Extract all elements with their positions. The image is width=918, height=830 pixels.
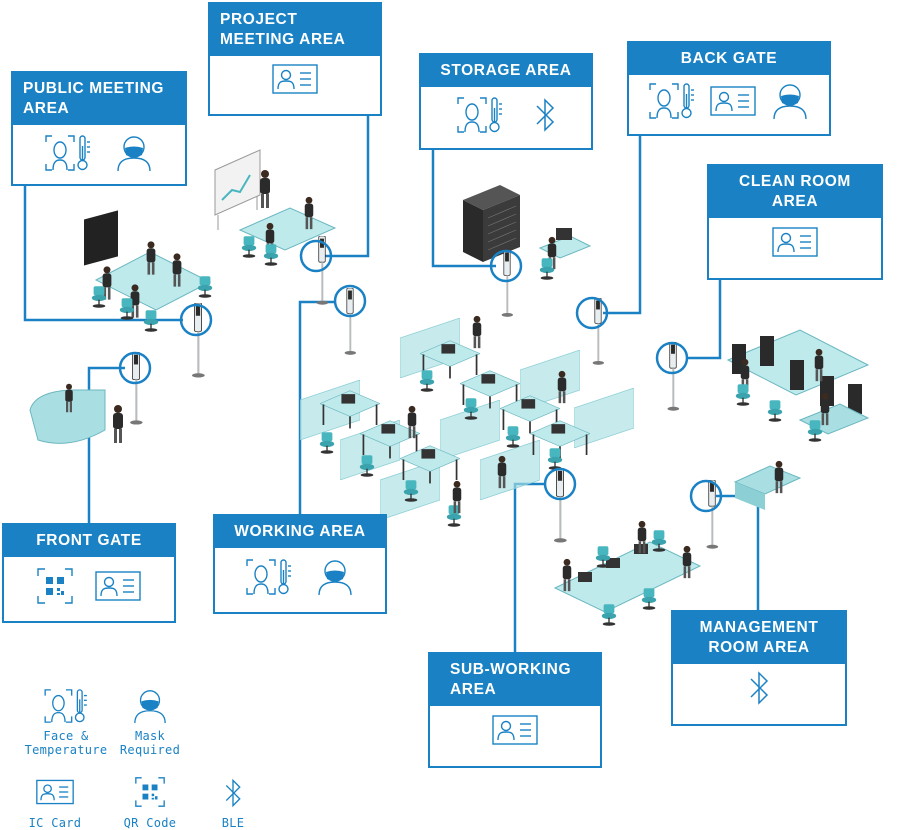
working-area-panel: WORKING AREA [213,514,387,614]
legend-mask: Mask Required [115,688,185,757]
mask-icon [315,558,355,601]
ic-card-icon [95,570,141,606]
legend-qr-code: QR Code [117,777,183,830]
mask-icon [114,134,154,177]
front-gate-title: FRONT GATE [4,525,174,557]
sub-working-area-title: SUB-WORKING AREA [430,654,600,706]
clean-room-area-panel: CLEAN ROOM AREA [707,164,883,280]
ic-card-icon [36,779,74,810]
sub-working-area-panel: SUB-WORKING AREA [428,652,602,768]
ble-icon [748,669,770,712]
clean-room-area-title: CLEAN ROOM AREA [709,166,881,218]
project-meeting-area-panel: PROJECT MEETING AREA [208,2,382,116]
face-temperature-icon [43,688,89,729]
legend-ic-card-label: IC Card [28,816,82,830]
legend-face-temperature-label-2: Temperature [24,743,108,757]
legend-mask-label-1: Mask [134,729,166,743]
legend-ble: BLE [208,777,258,830]
legend-face-temperature-label-1: Face & [43,729,89,743]
qr-code-icon [135,777,165,812]
working-area-title: WORKING AREA [215,516,385,548]
ic-card-icon [272,63,318,99]
front-gate-panel: FRONT GATE [2,523,176,623]
face-temperature-icon [648,82,696,125]
ble-icon [223,777,243,814]
face-temperature-icon [44,134,92,177]
project-meeting-area-title: PROJECT MEETING AREA [210,4,380,56]
face-temperature-icon [245,558,293,601]
back-gate-title: BACK GATE [629,43,829,75]
ic-card-icon [492,714,538,750]
mask-icon [770,82,810,125]
back-gate-panel: BACK GATE [627,41,831,136]
ic-card-icon [772,226,818,262]
management-room-area-title: MANAGEMENT ROOM AREA [673,612,845,664]
legend-qr-code-label: QR Code [123,816,177,830]
storage-area-panel: STORAGE AREA [419,53,593,150]
qr-code-icon [37,567,73,609]
face-temperature-icon [456,96,504,139]
public-meeting-area-panel: PUBLIC MEETING AREA [11,71,187,186]
storage-area-title: STORAGE AREA [421,55,591,87]
public-meeting-area-title: PUBLIC MEETING AREA [13,73,185,125]
legend-ble-label: BLE [221,816,245,830]
ic-card-icon [710,85,756,121]
legend-face-temperature: Face & Temperature [22,688,110,757]
legend-mask-label-2: Required [119,743,181,757]
mask-icon [131,688,169,729]
management-room-area-panel: MANAGEMENT ROOM AREA [671,610,847,726]
legend-ic-card: IC Card [22,779,88,830]
ble-icon [534,96,556,139]
